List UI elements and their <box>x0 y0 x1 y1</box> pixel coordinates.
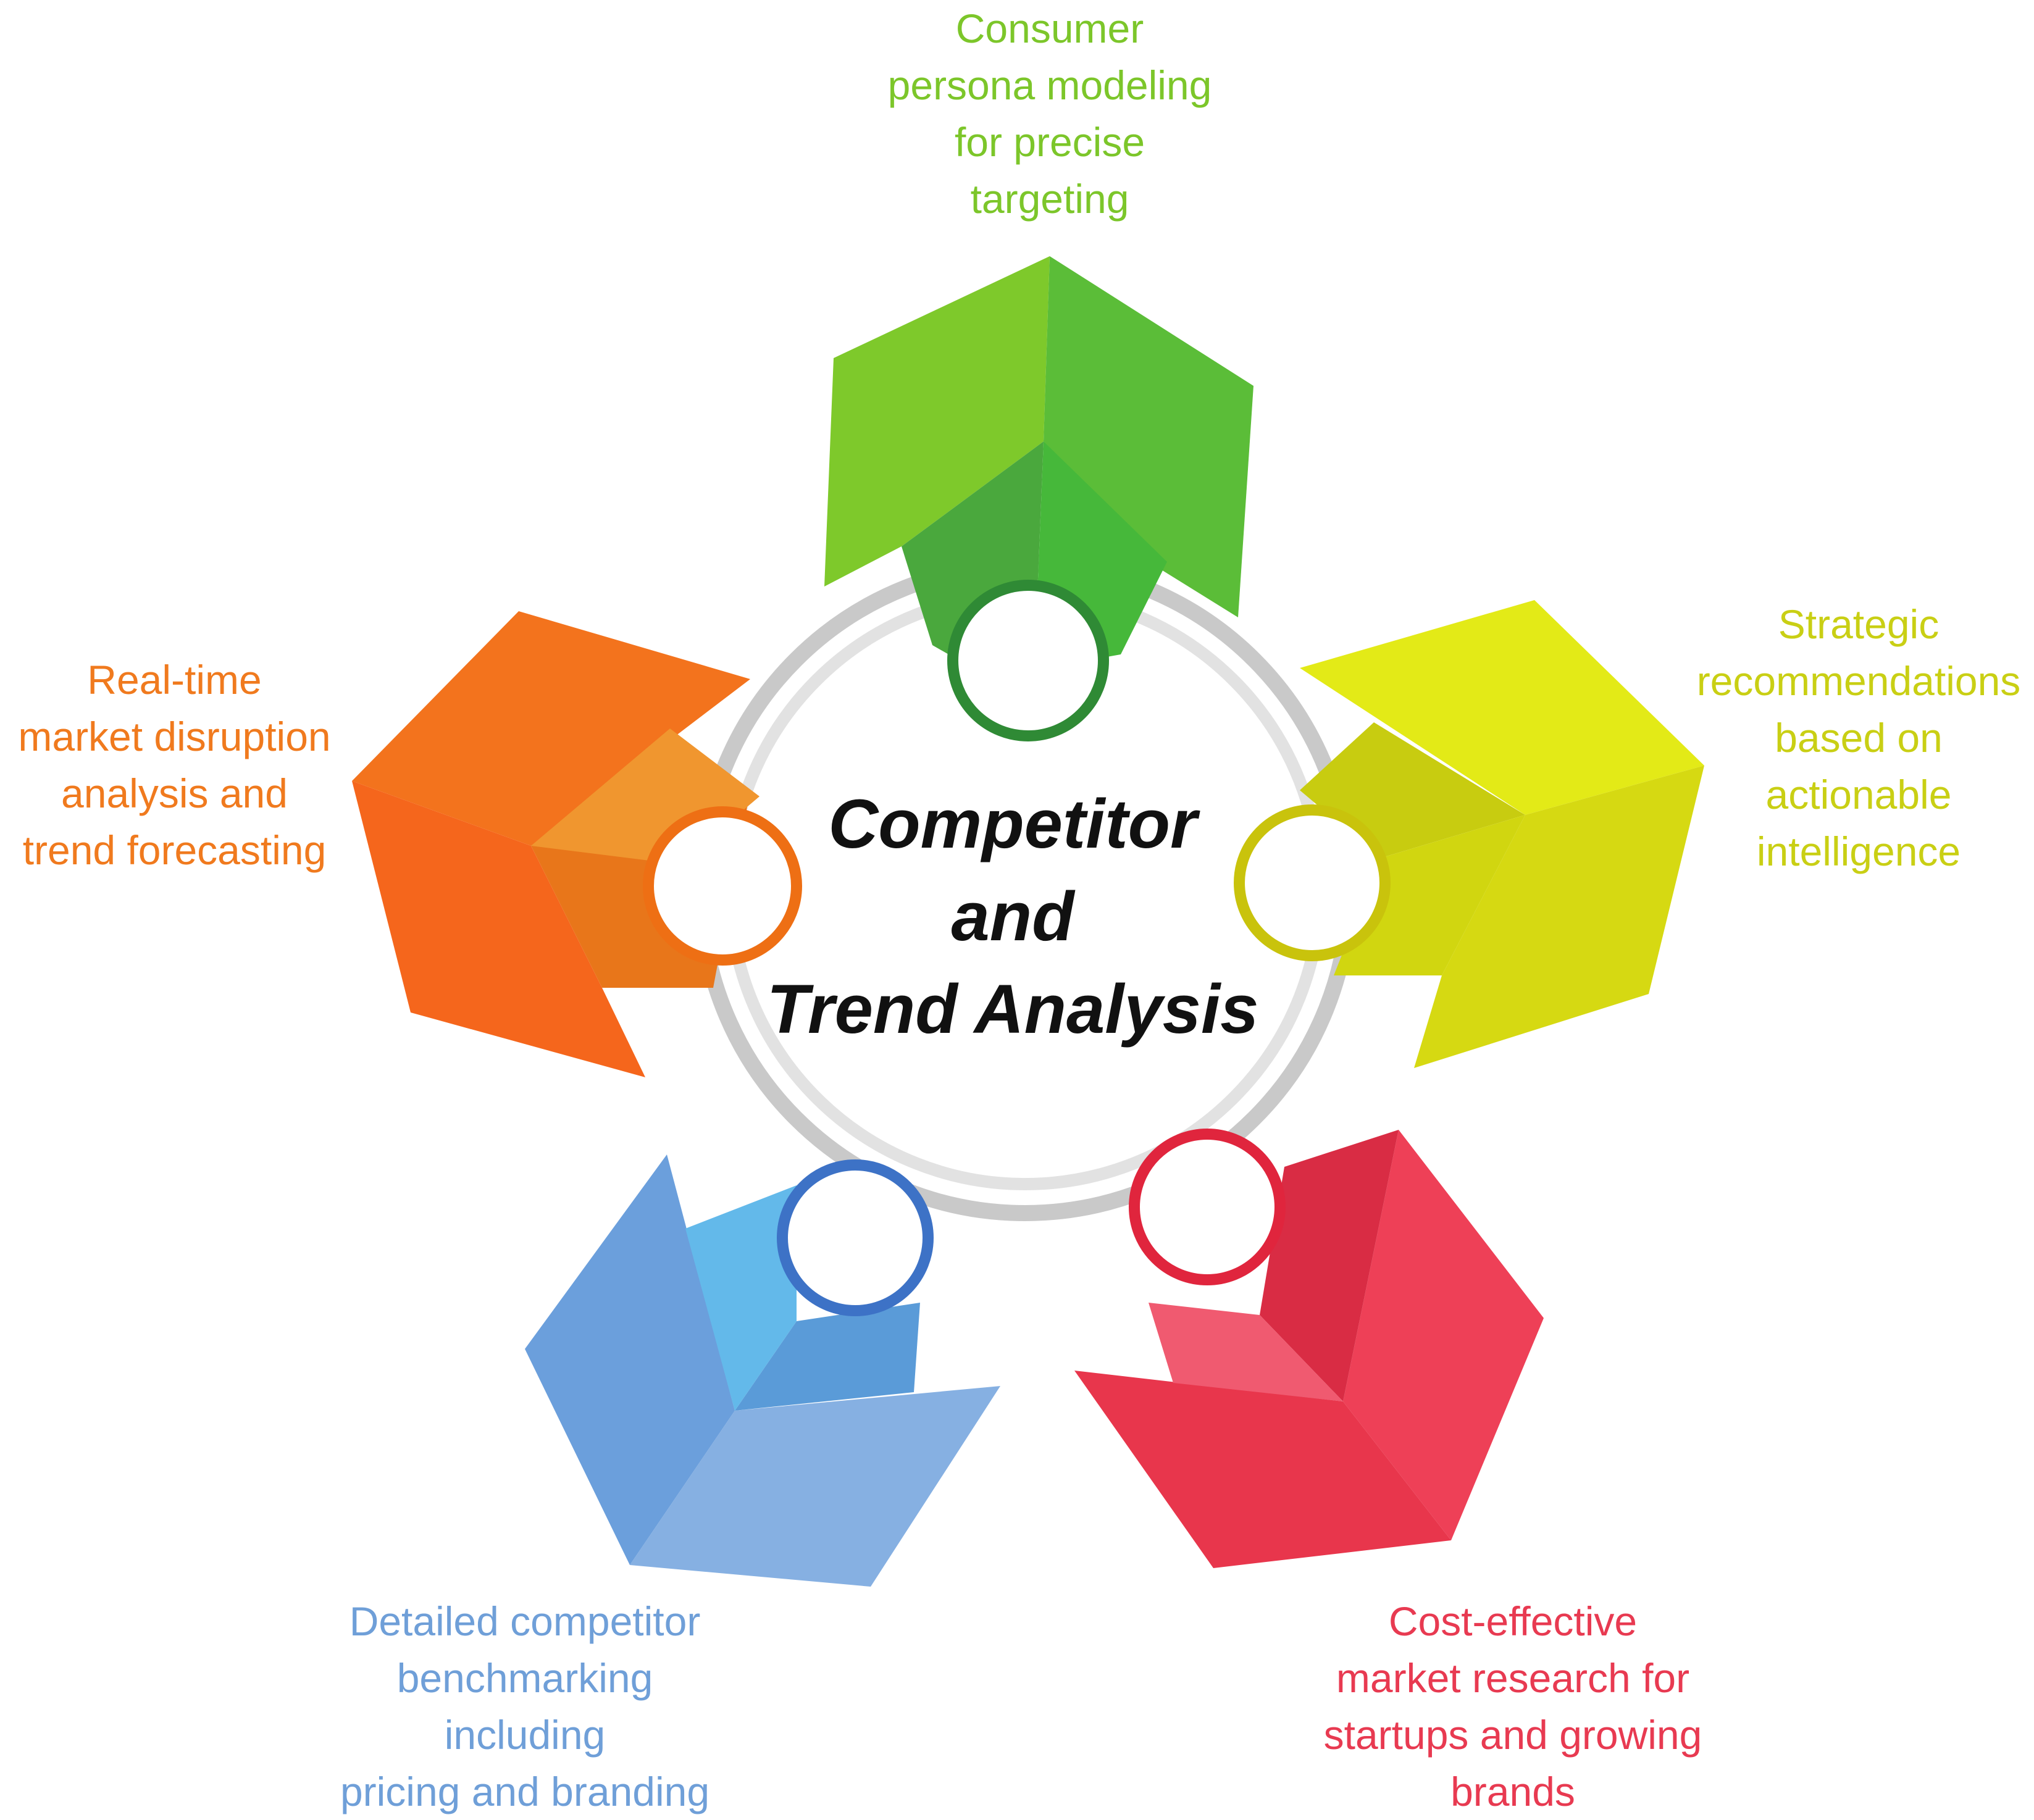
label-line: benchmarking <box>396 1655 653 1701</box>
label-orange: Real-time market disruption analysis and… <box>0 651 349 879</box>
label-line: recommendations <box>1696 658 2021 704</box>
label-line: startups and growing <box>1323 1712 1702 1758</box>
label-line: for precise <box>954 119 1145 165</box>
facet-red-1 <box>1074 1371 1451 1568</box>
facet-red-3 <box>1149 1303 1343 1401</box>
label-line: based on <box>1775 715 1943 761</box>
label-line: including <box>444 1712 606 1758</box>
facet-blue-0 <box>525 1154 735 1565</box>
label-line: trend forecasting <box>22 827 327 873</box>
segment-orange <box>352 611 802 1077</box>
label-line: targeting <box>970 176 1129 222</box>
label-line: market research for <box>1336 1655 1690 1701</box>
segment-yellow <box>1234 600 1704 1068</box>
node-red-ring <box>1129 1129 1286 1285</box>
label-line: Strategic <box>1778 601 1940 647</box>
label-blue: Detailed competitor benchmarking includi… <box>278 1593 772 1820</box>
facet-blue-3 <box>685 1185 797 1411</box>
center-title-line: Trend Analysis <box>766 971 1259 1048</box>
facet-blue-1 <box>630 1386 1000 1587</box>
label-line: intelligence <box>1756 829 1961 874</box>
label-line: brands <box>1450 1769 1575 1814</box>
label-line: Cost-effective <box>1388 1598 1638 1644</box>
facet-green-1 <box>1044 256 1253 617</box>
label-line: Real-time <box>87 657 262 703</box>
label-line: persona modeling <box>887 62 1212 108</box>
center-title: Competitor and Trend Analysis <box>716 778 1309 1056</box>
facet-blue-2 <box>735 1303 920 1411</box>
label-yellow: Strategic recommendations based on actio… <box>1655 596 2034 880</box>
segment-green <box>824 256 1253 741</box>
label-line: market disruption <box>18 714 331 759</box>
node-green-ring <box>947 580 1109 741</box>
facet-green-0 <box>824 256 1050 586</box>
label-red: Cost-effective market research for start… <box>1260 1593 1766 1820</box>
label-line: Detailed competitor <box>349 1598 701 1644</box>
facet-orange-0 <box>352 611 750 846</box>
label-line: pricing and branding <box>340 1769 710 1814</box>
facet-yellow-1 <box>1414 766 1704 1068</box>
node-yellow-ring <box>1234 804 1391 961</box>
label-line: analysis and <box>61 770 288 816</box>
label-line: Consumer <box>955 6 1144 51</box>
center-title-line: Competitor <box>828 785 1197 862</box>
segment-blue <box>525 1154 1000 1587</box>
facet-yellow-0 <box>1300 600 1704 815</box>
node-orange-ring <box>643 806 802 966</box>
facet-red-0 <box>1343 1130 1544 1540</box>
segment-red <box>1074 1129 1544 1568</box>
facet-yellow-3 <box>1334 815 1525 975</box>
facet-orange-1 <box>352 781 645 1077</box>
node-blue-ring <box>777 1159 934 1316</box>
center-title-line: and <box>951 878 1074 955</box>
label-green: Consumer persona modeling for precise ta… <box>790 0 1309 227</box>
label-line: actionable <box>1765 772 1952 817</box>
facet-red-2 <box>1260 1130 1399 1401</box>
